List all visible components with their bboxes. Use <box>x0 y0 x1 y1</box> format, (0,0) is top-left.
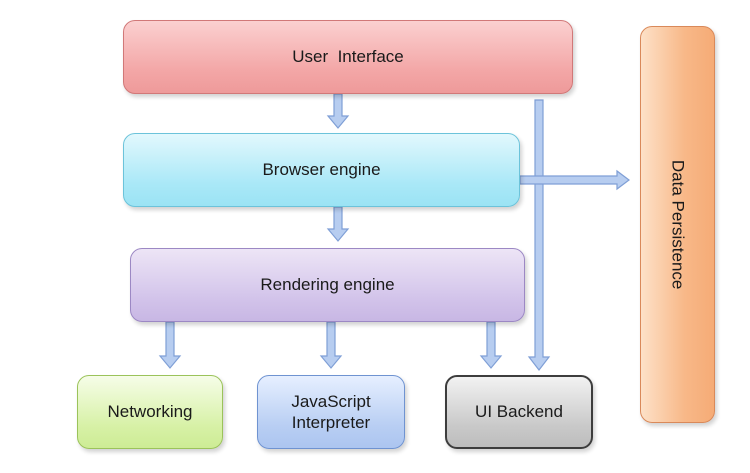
data-persistence-box: Data Persistence <box>640 26 715 423</box>
networking-label: Networking <box>107 402 193 422</box>
arrow-browser-to-rendering-engine <box>326 206 350 242</box>
data-persistence-label: Data Persistence <box>668 159 688 290</box>
rendering-engine-box: Rendering engine <box>130 248 525 322</box>
arrow-rendering-to-javascript-interpreter <box>319 321 343 369</box>
arrow-ui-to-browser-engine <box>326 93 350 129</box>
arrow-ui-to-ui-backend <box>527 99 551 371</box>
user-interface-box: User Interface <box>123 20 573 94</box>
arrow-rendering-to-networking <box>158 321 182 369</box>
rendering-engine-label: Rendering engine <box>260 275 395 295</box>
networking-box: Networking <box>77 375 223 449</box>
user-interface-label: User Interface <box>292 47 404 67</box>
arrow-browser-to-data-persistence <box>519 169 630 191</box>
arrow-rendering-to-ui-backend <box>479 321 503 369</box>
javascript-interpreter-label-line1: JavaScript <box>291 391 371 411</box>
browser-engine-box: Browser engine <box>123 133 520 207</box>
ui-backend-box: UI Backend <box>445 375 593 449</box>
browser-engine-label: Browser engine <box>262 160 381 180</box>
javascript-interpreter-label-line2: Interpreter <box>291 413 371 432</box>
ui-backend-label: UI Backend <box>475 402 563 422</box>
javascript-interpreter-box: JavaScript Interpreter <box>257 375 405 449</box>
